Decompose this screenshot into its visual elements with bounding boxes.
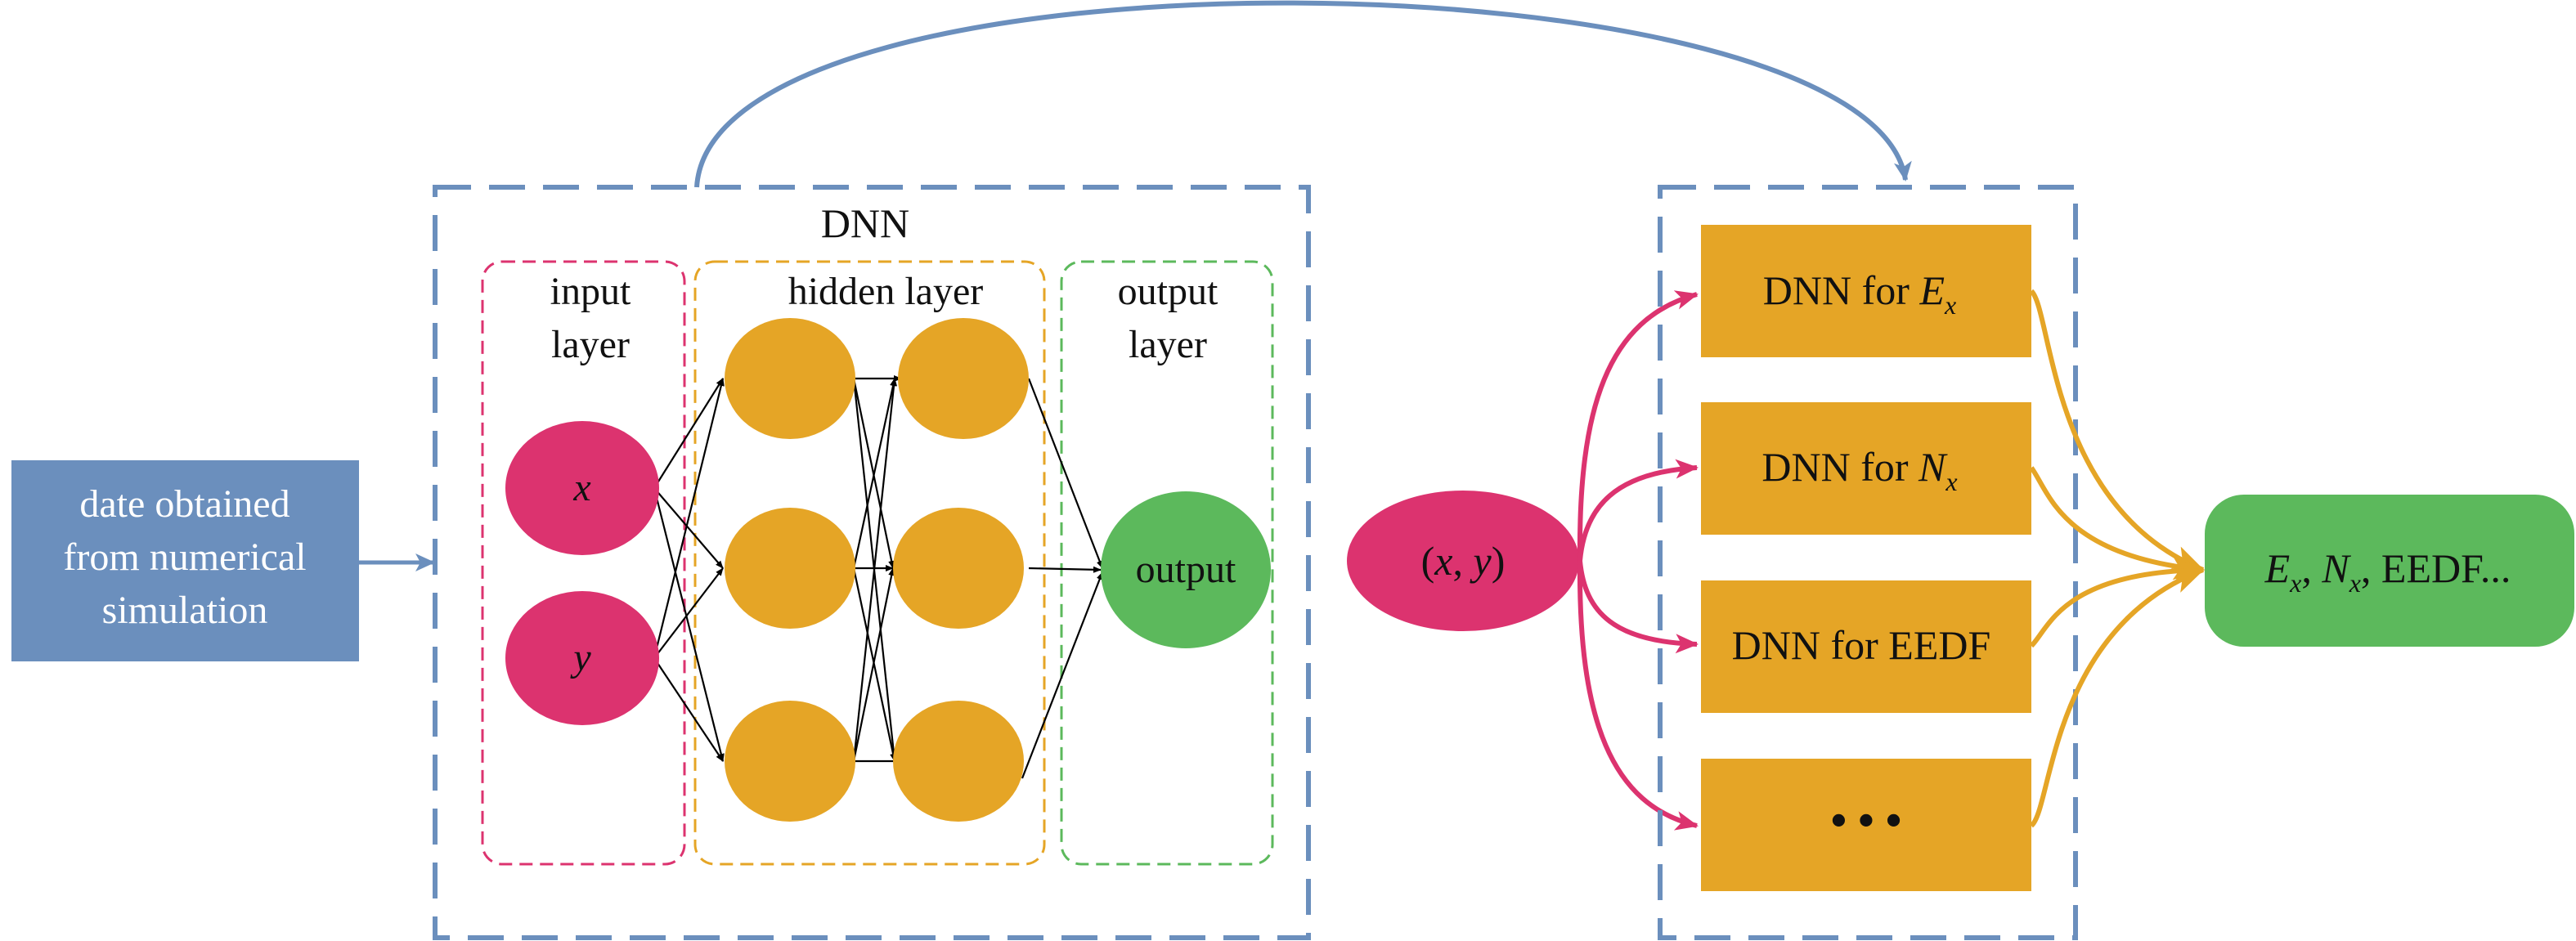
dnn-nx-label: DNN for Nx [1761, 444, 1957, 496]
hidden-layer-label: hidden layer [788, 270, 984, 313]
dnn-eedf-box [1701, 580, 2031, 713]
source-line-1: date obtained [79, 482, 289, 526]
query-node-label: (x, y) [1421, 538, 1506, 584]
query-fan-arrows [1577, 290, 1699, 831]
connections-hidden-hidden [852, 375, 902, 764]
transfer-arc-arrow [694, 0, 1912, 188]
source-line-3: simulation [102, 589, 268, 632]
hidden-node [725, 318, 855, 439]
source-data-box [11, 460, 359, 661]
output-layer-frame [1060, 260, 1274, 866]
hidden-nodes [725, 318, 1029, 822]
output-layer-label-1: output [1118, 270, 1218, 313]
query-node [1347, 491, 1579, 631]
output-layer-label-2: layer [1129, 323, 1207, 366]
input-node-y-label: y [569, 636, 591, 679]
input-layer-label-2: layer [551, 323, 630, 366]
models-frame [1658, 185, 2078, 940]
dnn-more-box [1701, 759, 2031, 891]
source-line-2: from numerical [63, 535, 306, 579]
hidden-node [725, 508, 855, 629]
dnn-ex-box [1701, 225, 2031, 357]
merge-arrows [2029, 289, 2205, 828]
connections-input-hidden [653, 378, 725, 762]
output-node [1101, 491, 1271, 648]
dnn-frame [433, 185, 1311, 940]
input-node-x-label: x [572, 466, 590, 509]
result-label: Ex, Nx, EEDF... [2264, 545, 2511, 598]
dnn-eedf-label: DNN for EEDF [1732, 622, 1991, 668]
input-layer-label-1: input [550, 270, 631, 313]
hidden-node [893, 701, 1024, 822]
hidden-node [725, 701, 855, 822]
dnn-more-label: • • • [1831, 795, 1902, 846]
input-node-y [505, 591, 659, 725]
hidden-node [898, 318, 1029, 439]
input-node-x [505, 421, 659, 555]
hidden-layer-frame [693, 260, 1046, 866]
connections-hidden-output [1021, 378, 1104, 779]
output-node-label: output [1136, 548, 1236, 591]
dnn-nx-box [1701, 402, 2031, 535]
hidden-node [893, 508, 1024, 629]
dnn-title: DNN [821, 200, 909, 246]
dnn-ex-label: DNN for Ex [1763, 267, 1956, 320]
input-layer-frame [481, 260, 686, 866]
result-box [2205, 495, 2574, 647]
